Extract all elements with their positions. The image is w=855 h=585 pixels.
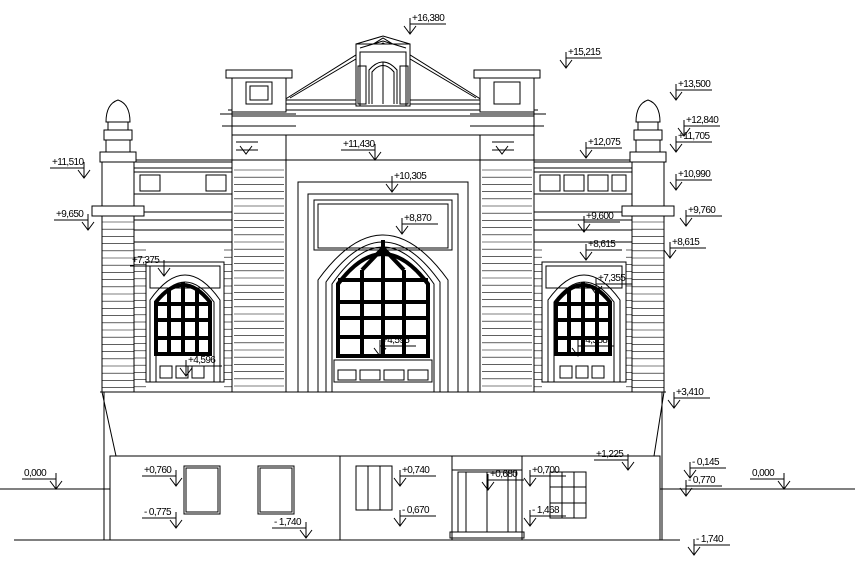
level-marker-l8: +11,510 [50,157,91,179]
level-label: +3,410 [676,387,704,398]
level-marker-l20: +4,588 [571,335,614,357]
level-markers: +16,380 +15,215 +13,500 +12,840 +12,075 +11,7… [22,13,791,556]
level-marker-l9: +10,990 [669,169,712,191]
level-label: +8,615 [588,239,616,250]
level-label: +0,700 [532,465,560,476]
level-marker-l10: +10,305 [385,171,428,193]
level-marker-l5: +12,075 [579,137,622,159]
level-label: +11,430 [343,139,376,150]
level-marker-l33: - 1,740 [272,517,313,539]
level-label: +11,510 [52,157,85,168]
level-marker-l23: +1,225 [594,449,635,471]
level-marker-l28: +0,760 [142,465,183,487]
left-turret [91,99,145,393]
level-label: +10,990 [678,169,711,180]
level-label: - 1,468 [532,505,560,516]
level-marker-l2: +15,215 [559,47,602,69]
level-marker-l21: +4,596 [179,355,222,377]
level-label: +8,870 [404,213,432,224]
level-marker-l25: 0,000 [750,468,791,490]
level-label: +10,305 [394,171,427,182]
level-label: - 1,740 [696,534,724,545]
level-marker-l31: +0,700 [523,465,566,487]
level-marker-l27: - 0,770 [679,475,722,497]
turret-rustication [102,221,664,388]
level-marker-l11: +9,650 [54,209,95,231]
level-label: - 0,145 [692,457,720,468]
level-label: +4,595 [382,335,410,346]
level-marker-l13: +9,760 [679,205,722,227]
level-label: - 1,740 [274,517,302,528]
central-tower [228,109,538,393]
level-label: +7,375 [132,255,160,266]
central-pediment [282,35,484,107]
level-marker-l3: +13,500 [669,79,712,101]
lower-storey [100,391,666,541]
level-marker-l34: - 0,670 [393,505,436,527]
level-label: - 0,775 [144,507,172,518]
tower-piers [220,69,546,155]
level-label: +15,215 [568,47,601,58]
level-label: +4,588 [580,335,608,346]
level-label: +12,840 [686,115,719,126]
level-marker-l19: +4,595 [373,335,416,357]
level-label: - 0,770 [688,475,716,486]
level-marker-l4: +12,840 [677,115,720,137]
level-marker-l35: - 1,468 [523,505,566,527]
level-label: +16,380 [412,13,445,24]
level-label: +0,680 [490,469,518,480]
level-label: +9,600 [586,211,614,222]
level-label: - 0,670 [402,505,430,516]
level-marker-l24: 0,000 [22,468,63,490]
level-label: +11,705 [678,131,711,142]
level-marker-l29: +0,740 [393,465,436,487]
level-marker-l7: +11,430 [341,139,382,161]
level-marker-l15: +8,615 [663,237,706,259]
level-marker-l17: +7,375 [130,255,171,277]
level-marker-l14: +8,870 [395,213,438,235]
left-wing [128,159,233,393]
level-label: +13,500 [678,79,711,90]
right-wing [533,159,638,393]
level-label: +12,075 [588,137,621,148]
level-marker-l6: +11,705 [669,131,712,153]
level-label: +9,760 [688,205,716,216]
level-marker-l12: +9,600 [577,211,620,233]
level-label: 0,000 [752,468,775,479]
level-label: +7,355 [598,273,626,284]
level-marker-l18: +7,355 [589,273,632,295]
right-turret [621,99,675,393]
level-label: 0,000 [24,468,47,479]
level-marker-l36: - 1,740 [687,534,730,556]
level-label: +4,596 [188,355,216,366]
level-label: +1,225 [596,449,624,460]
level-marker-l32: - 0,775 [142,507,183,529]
level-marker-l22: +3,410 [667,387,710,409]
tower-rustication [234,169,532,387]
level-label: +9,650 [56,209,84,220]
level-marker-l1: +16,380 [403,13,446,35]
level-label: +0,740 [402,465,430,476]
level-marker-l30: +0,680 [481,469,524,491]
level-label: +0,760 [144,465,172,476]
level-marker-l26: - 0,145 [683,457,726,479]
level-marker-l16: +8,615 [579,239,622,261]
level-label: +8,615 [672,237,700,248]
